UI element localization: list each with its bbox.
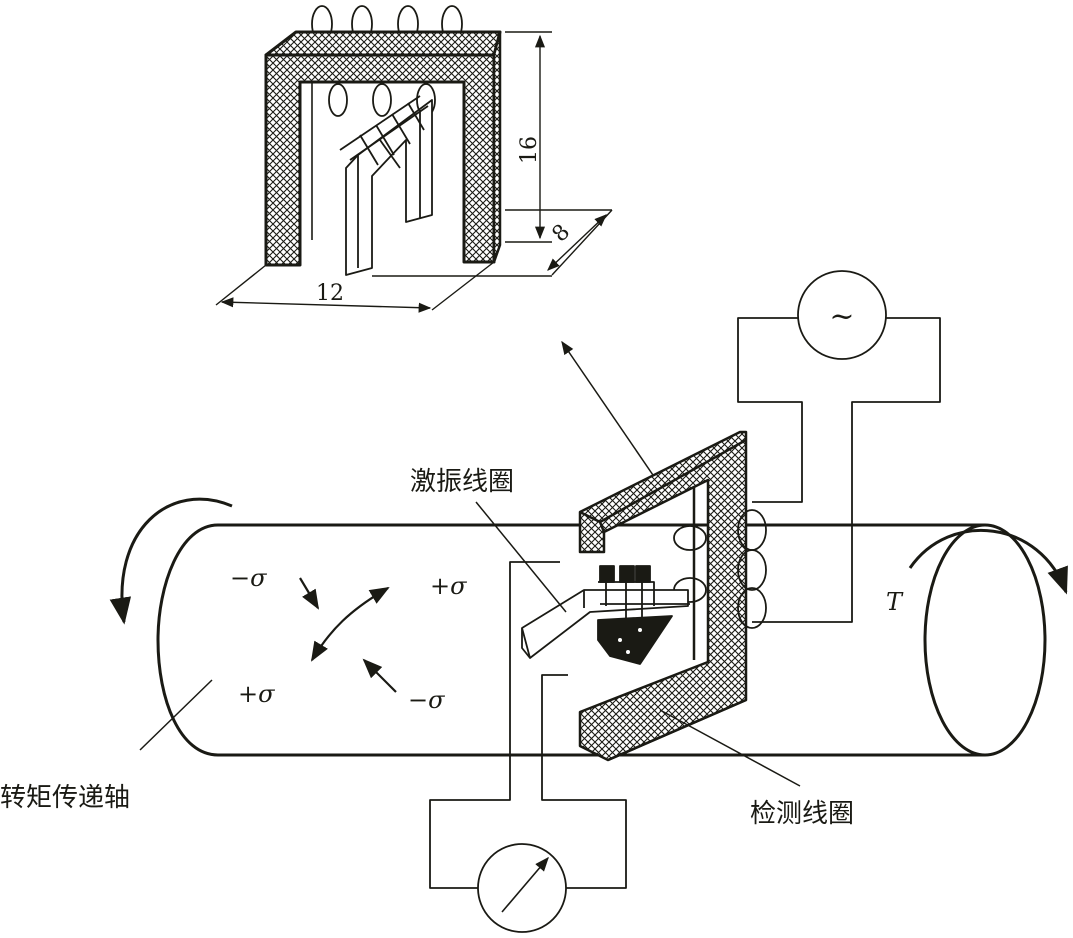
inset-dimensions <box>215 31 613 313</box>
meter-needle <box>501 856 549 913</box>
meter-circuit <box>429 561 627 933</box>
left-rotation-arrow <box>109 497 233 625</box>
stress-arrows <box>299 577 397 693</box>
ac-circuit <box>737 270 941 623</box>
shaft-label: 转矩传递轴 <box>0 783 130 813</box>
stress-label-neg-lower: −σ <box>408 686 445 714</box>
sensor-element <box>597 615 673 665</box>
torque-label: T <box>886 588 904 616</box>
right-rotation-arrow <box>908 528 1068 595</box>
ac-source <box>797 270 887 360</box>
main-core <box>578 430 748 762</box>
excitation-assembly <box>521 565 690 665</box>
height-dimension-label: 16 <box>517 136 542 164</box>
detection-coil-label: 检测线圈 <box>750 799 854 829</box>
excitation-coil-label: 激振线圈 <box>410 467 514 497</box>
shaft-right-end <box>923 523 1047 757</box>
stress-label-pos-upper: +σ <box>430 572 467 600</box>
width-dimension-label: 12 <box>316 281 344 306</box>
core-inset <box>215 5 613 313</box>
stress-label-pos-lower: +σ <box>238 680 275 708</box>
shaft-left-end <box>156 523 219 757</box>
depth-dimension-label: 8 <box>548 220 576 248</box>
detail-pointer-arrow <box>561 340 656 479</box>
inset-pole-pieces <box>339 95 433 276</box>
stress-label-neg-upper: −σ <box>230 564 267 592</box>
leader-lines <box>139 501 801 787</box>
ac-source-symbol: ~ <box>829 299 854 334</box>
